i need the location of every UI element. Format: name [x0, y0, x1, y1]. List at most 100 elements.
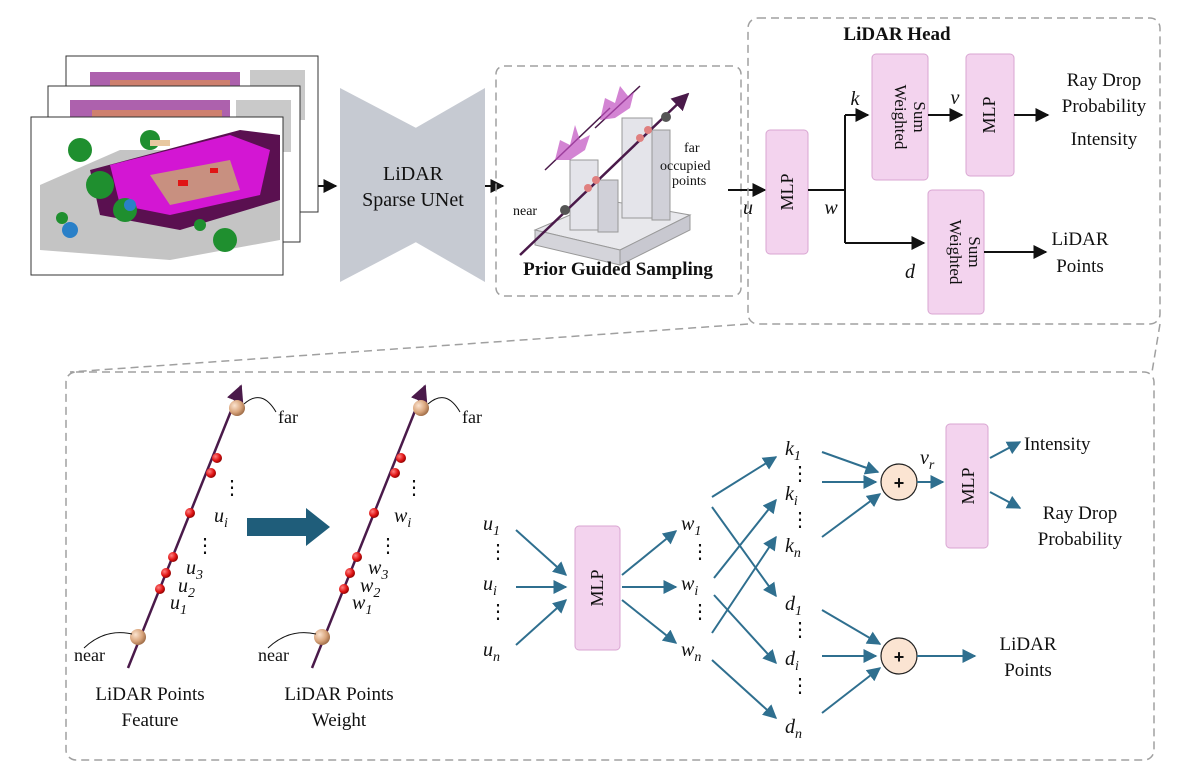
edge: [621, 530, 678, 576]
weighted-sum-bottom-line2: Sum: [965, 236, 984, 267]
detail-mlp-label: MLP: [587, 569, 607, 606]
feature-ray-line: [126, 384, 244, 669]
zoom-connector-right: [1151, 323, 1161, 373]
feature-sample-point: [185, 508, 195, 518]
feature-far-sphere: [229, 400, 245, 416]
weight-ray-illustration: far near ⋮ wi ⋮ w3 w2 w1 LiDAR Points We…: [258, 384, 482, 731]
weight-node-dots-2: ⋮: [690, 601, 710, 623]
feature-near-callout: [83, 632, 133, 649]
lidar-head-panel: LiDAR Head MLP w k d Weighted Sum v MLP …: [747, 17, 1161, 325]
lidar-frames-stack: [30, 55, 319, 276]
output-lidar-line1: LiDAR: [1000, 634, 1057, 655]
edge: [515, 529, 568, 576]
distance-node-dots-1: ⋮: [790, 619, 810, 641]
head-output-intensity: Intensity: [1071, 129, 1138, 150]
prior-guided-sampling-panel: far occupied points near Prior Guided Sa…: [495, 65, 742, 297]
input-u-i: ui: [483, 573, 497, 599]
unet-decoder-shape: [412, 88, 485, 282]
detail-panel: [65, 371, 1155, 761]
sum-node-bottom: +: [880, 637, 918, 675]
input-u-1: u1: [483, 513, 500, 539]
input-edges: [515, 529, 568, 646]
weight-near-label: near: [258, 645, 289, 665]
output-raydrop-line1: Ray Drop: [1043, 503, 1117, 524]
edge: [713, 594, 777, 665]
head-mlp2-label: MLP: [979, 96, 999, 133]
feature-u-i: ui: [214, 505, 228, 531]
var-v-r-label: vr: [920, 447, 935, 473]
weight-sample-point: [352, 552, 362, 562]
occupied-point: [592, 176, 600, 184]
mlp-output-edges: [621, 530, 678, 644]
key-node-k-i: ki: [785, 483, 798, 509]
feature-ray-illustration: far near ⋮ ui ⋮ u3 u2 u1 LiDAR Points Fe…: [74, 384, 298, 731]
detail-mlp2-label: MLP: [958, 467, 978, 504]
weight-node-w-1: w1: [681, 513, 701, 539]
key-node-k-n: kn: [785, 535, 801, 561]
weight-sample-point: [345, 568, 355, 578]
weight-w-2: w2: [360, 575, 380, 601]
unet-label-line2: Sparse UNet: [362, 189, 464, 211]
edge: [621, 599, 678, 644]
sparse-unet-block: LiDAR Sparse UNet: [340, 88, 485, 282]
edge: [821, 609, 882, 645]
occupied-point: [584, 184, 592, 192]
feature-near-label: near: [74, 645, 105, 665]
edge: [711, 659, 778, 719]
weight-caption-line2: Weight: [312, 710, 367, 731]
edge: [711, 535, 777, 634]
weight-w-3: w3: [368, 557, 388, 583]
var-v-label: v: [951, 87, 960, 109]
weight-sample-point: [339, 584, 349, 594]
var-d-label: d: [905, 261, 916, 283]
sum-plus-top: +: [894, 473, 905, 493]
feature-sample-point: [168, 552, 178, 562]
distance-node-d-i: di: [785, 648, 799, 674]
arrow-to-intensity: [989, 441, 1022, 459]
weighted-sum-top-line2: Sum: [910, 101, 929, 132]
sampling-far-label: far: [684, 141, 700, 156]
sampling-occupied-label-1: occupied: [660, 159, 711, 174]
weight-node-w-n: wn: [681, 639, 701, 665]
lidar-head-title: LiDAR Head: [843, 24, 951, 45]
feature-dots-upper: ⋮: [222, 477, 242, 499]
head-output-lidar: LiDAR: [1052, 229, 1109, 250]
edge: [713, 498, 777, 579]
weighted-sum-top-line1: Weighted: [891, 85, 910, 150]
network-weights: w1 ⋮ wi ⋮ wn: [681, 513, 710, 665]
edge: [515, 599, 568, 646]
head-output-probability: Probability: [1062, 96, 1147, 117]
output-raydrop-line2: Probability: [1038, 529, 1123, 550]
input-u-n: un: [483, 639, 500, 665]
unet-encoder-shape: [340, 88, 420, 282]
weight-dots-lower: ⋮: [378, 535, 398, 557]
head-output-raydrop: Ray Drop: [1067, 70, 1141, 91]
feature-sample-point: [206, 468, 216, 478]
unet-label-line1: LiDAR: [383, 163, 444, 185]
weight-dots-upper: ⋮: [404, 477, 424, 499]
feature-sample-point: [212, 453, 222, 463]
occupied-point: [636, 134, 644, 142]
edge: [821, 451, 880, 475]
weight-far-callout: [427, 397, 461, 413]
edge: [821, 493, 882, 538]
key-node-k-1: k1: [785, 438, 801, 464]
key-node-dots-2: ⋮: [790, 509, 810, 531]
feature-caption-line2: Feature: [122, 710, 179, 731]
var-w-label: w: [824, 197, 838, 219]
sum-node-top: +: [880, 463, 918, 501]
feature-dots-lower: ⋮: [195, 535, 215, 557]
feature-sample-point: [161, 568, 171, 578]
feature-u-3: u3: [186, 557, 203, 583]
weight-node-w-i: wi: [681, 573, 698, 599]
weighted-sum-top-box: [871, 53, 929, 181]
input-dots-2: ⋮: [488, 601, 508, 623]
distance-node-dots-2: ⋮: [790, 675, 810, 697]
sampling-near-label: near: [513, 204, 537, 219]
weight-far-label: far: [462, 407, 482, 427]
feature-near-sphere: [130, 629, 146, 645]
output-lidar-line2: Points: [1004, 660, 1052, 681]
distance-node-d-1: d1: [785, 593, 802, 619]
sampling-occupied-label-2: points: [672, 174, 706, 189]
